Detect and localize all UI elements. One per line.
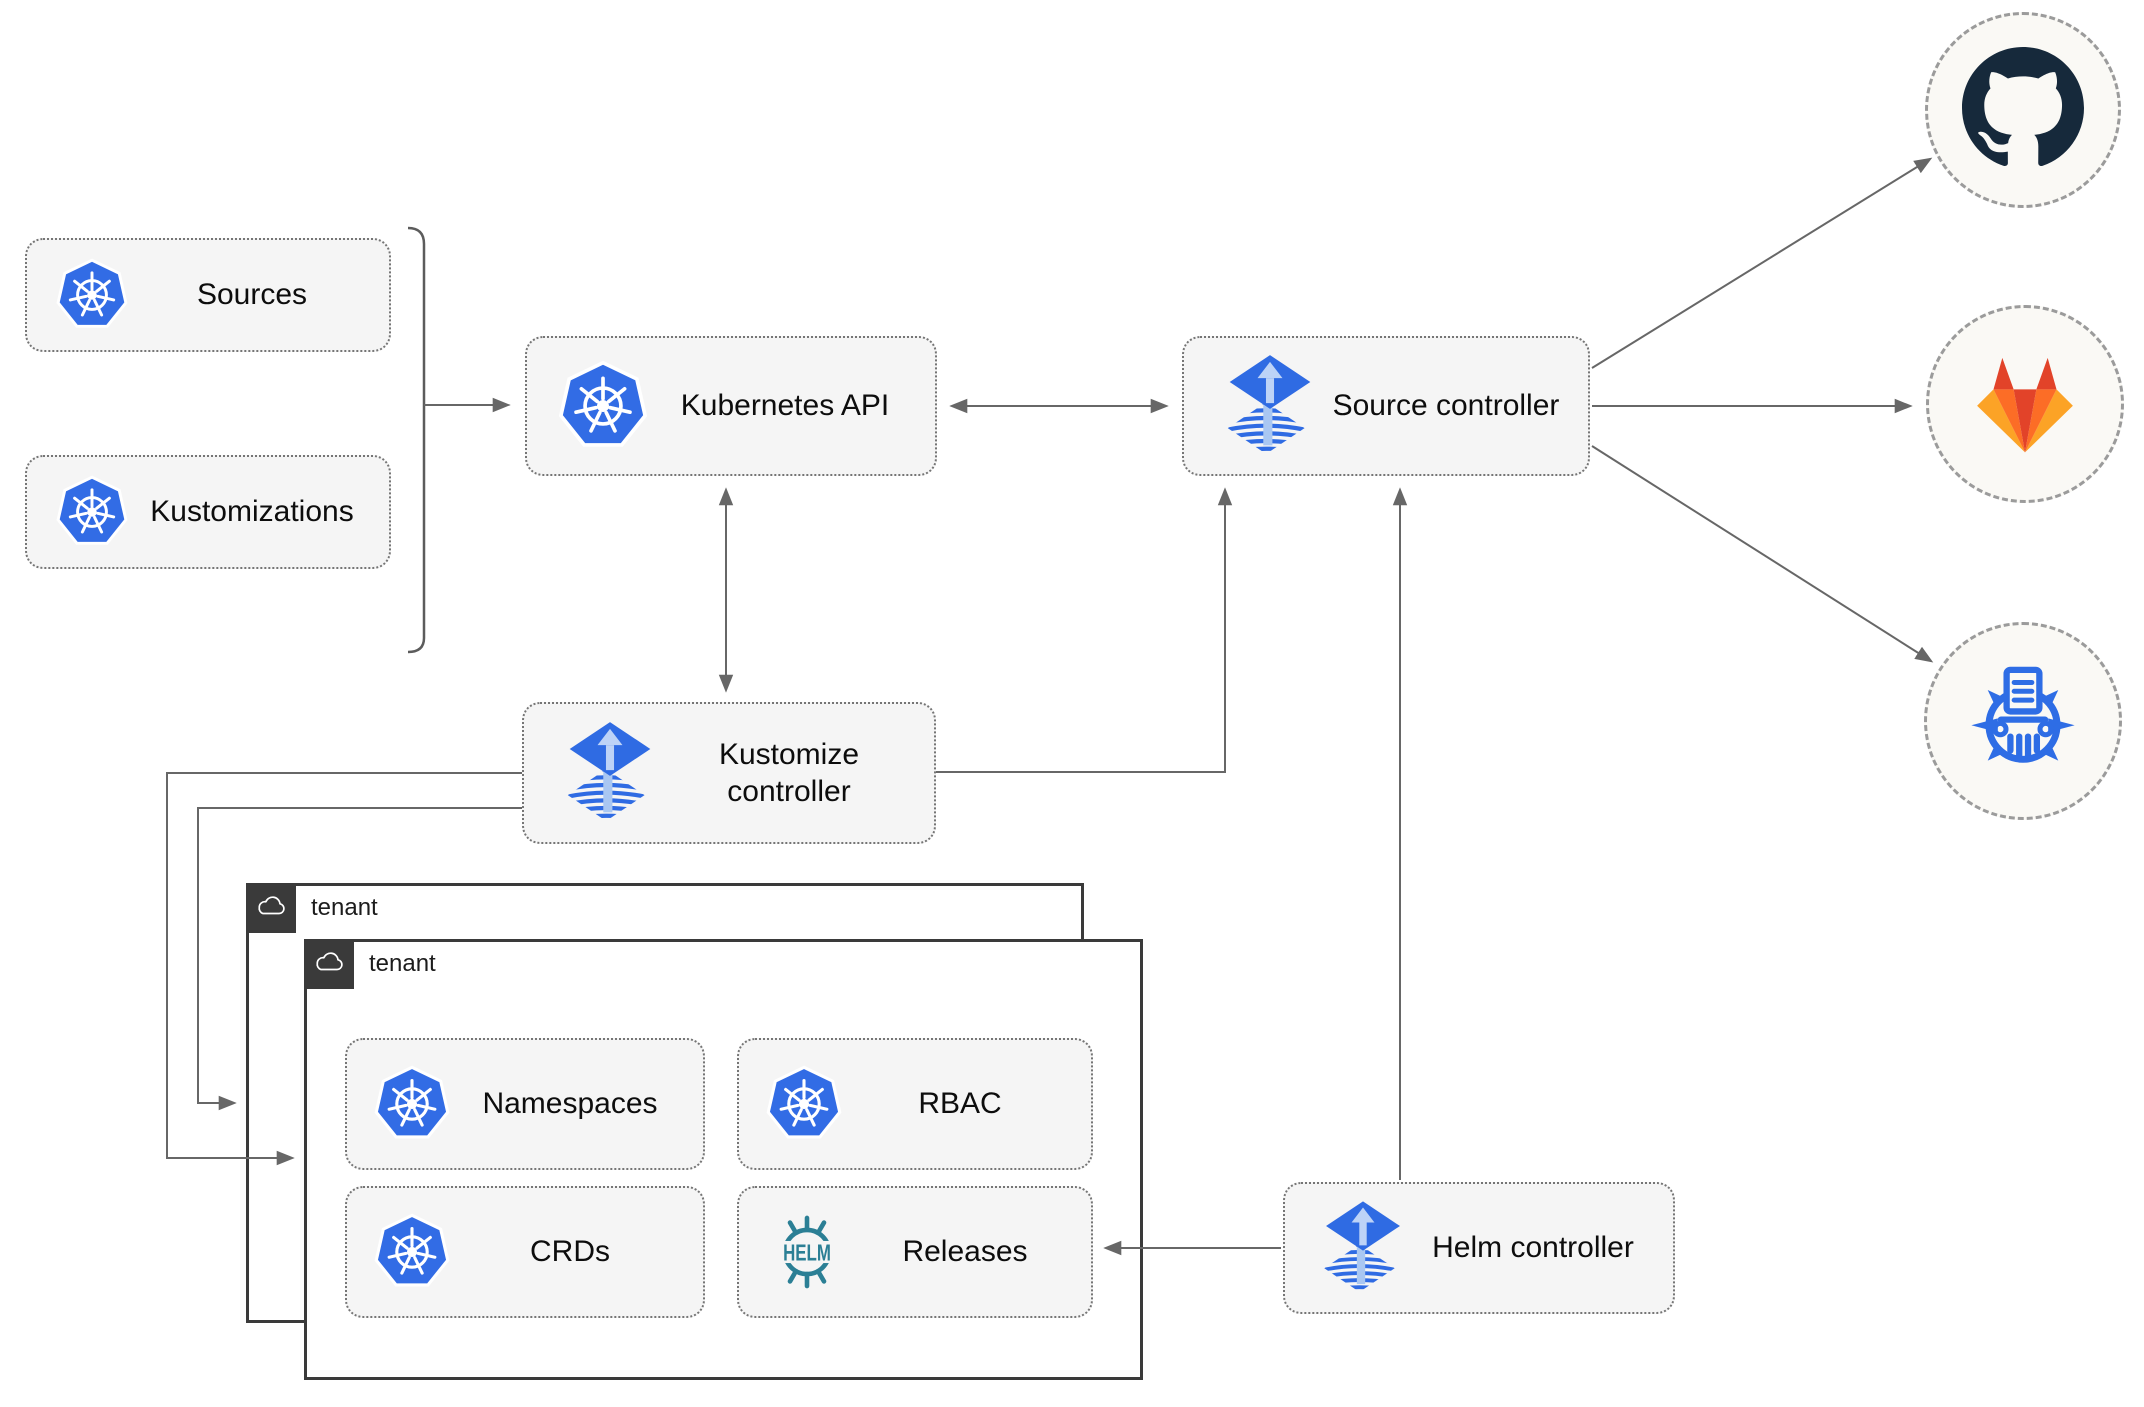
node-kubernetes-api: Kubernetes API	[525, 336, 937, 476]
node-source-controller: Source controller	[1182, 336, 1590, 476]
node-namespaces: Namespaces	[345, 1038, 705, 1170]
tenant-header	[304, 939, 354, 989]
github-icon	[1962, 47, 2084, 174]
gitlab-icon	[1962, 344, 2088, 465]
node-label: RBAC	[918, 1087, 1002, 1121]
cloud-icon	[312, 949, 346, 979]
flux-icon	[562, 720, 658, 826]
node-crds: CRDs	[345, 1186, 705, 1318]
kubernetes-icon	[373, 1065, 451, 1143]
kubernetes-icon	[55, 475, 129, 549]
node-releases: Releases	[737, 1186, 1093, 1318]
tenant-label: tenant	[369, 950, 436, 977]
chart-repository	[1924, 622, 2122, 820]
chart-repository-icon	[1960, 656, 2086, 787]
node-rbac: RBAC	[737, 1038, 1093, 1170]
node-sources: Sources	[25, 238, 391, 352]
node-label: CRDs	[530, 1235, 610, 1269]
kubernetes-icon	[557, 360, 649, 452]
node-label: Kustomize controller	[718, 737, 860, 809]
node-label: Sources	[196, 278, 308, 312]
bracket-connector	[407, 226, 426, 654]
tenant-header	[246, 883, 296, 933]
flux-icon	[1319, 1199, 1407, 1297]
node-kustomizations: Kustomizations	[25, 455, 391, 569]
kubernetes-icon	[55, 258, 129, 332]
edge-kustomize-to-source-controller	[936, 487, 1233, 773]
flux-icon	[1222, 353, 1318, 459]
gitlab-repository	[1926, 305, 2124, 503]
node-label: Source controller	[1332, 389, 1560, 423]
node-label: Releases	[902, 1235, 1028, 1269]
tenant-label: tenant	[311, 894, 378, 921]
node-label: Kustomizations	[150, 495, 354, 529]
edge-source-controller-to-github	[1591, 157, 1933, 369]
kubernetes-icon	[373, 1213, 451, 1291]
helm-icon	[761, 1206, 853, 1298]
github-repository	[1925, 12, 2121, 208]
node-helm-controller: Helm controller	[1283, 1182, 1675, 1314]
node-label: Kubernetes API	[680, 389, 890, 423]
edge-source-controller-to-chart-repository	[1591, 445, 1934, 663]
node-kustomize-controller: Kustomize controller	[522, 702, 936, 844]
kubernetes-icon	[765, 1065, 843, 1143]
node-label: Helm controller	[1432, 1231, 1634, 1265]
node-label: Namespaces	[482, 1087, 658, 1121]
cloud-icon	[254, 893, 288, 923]
